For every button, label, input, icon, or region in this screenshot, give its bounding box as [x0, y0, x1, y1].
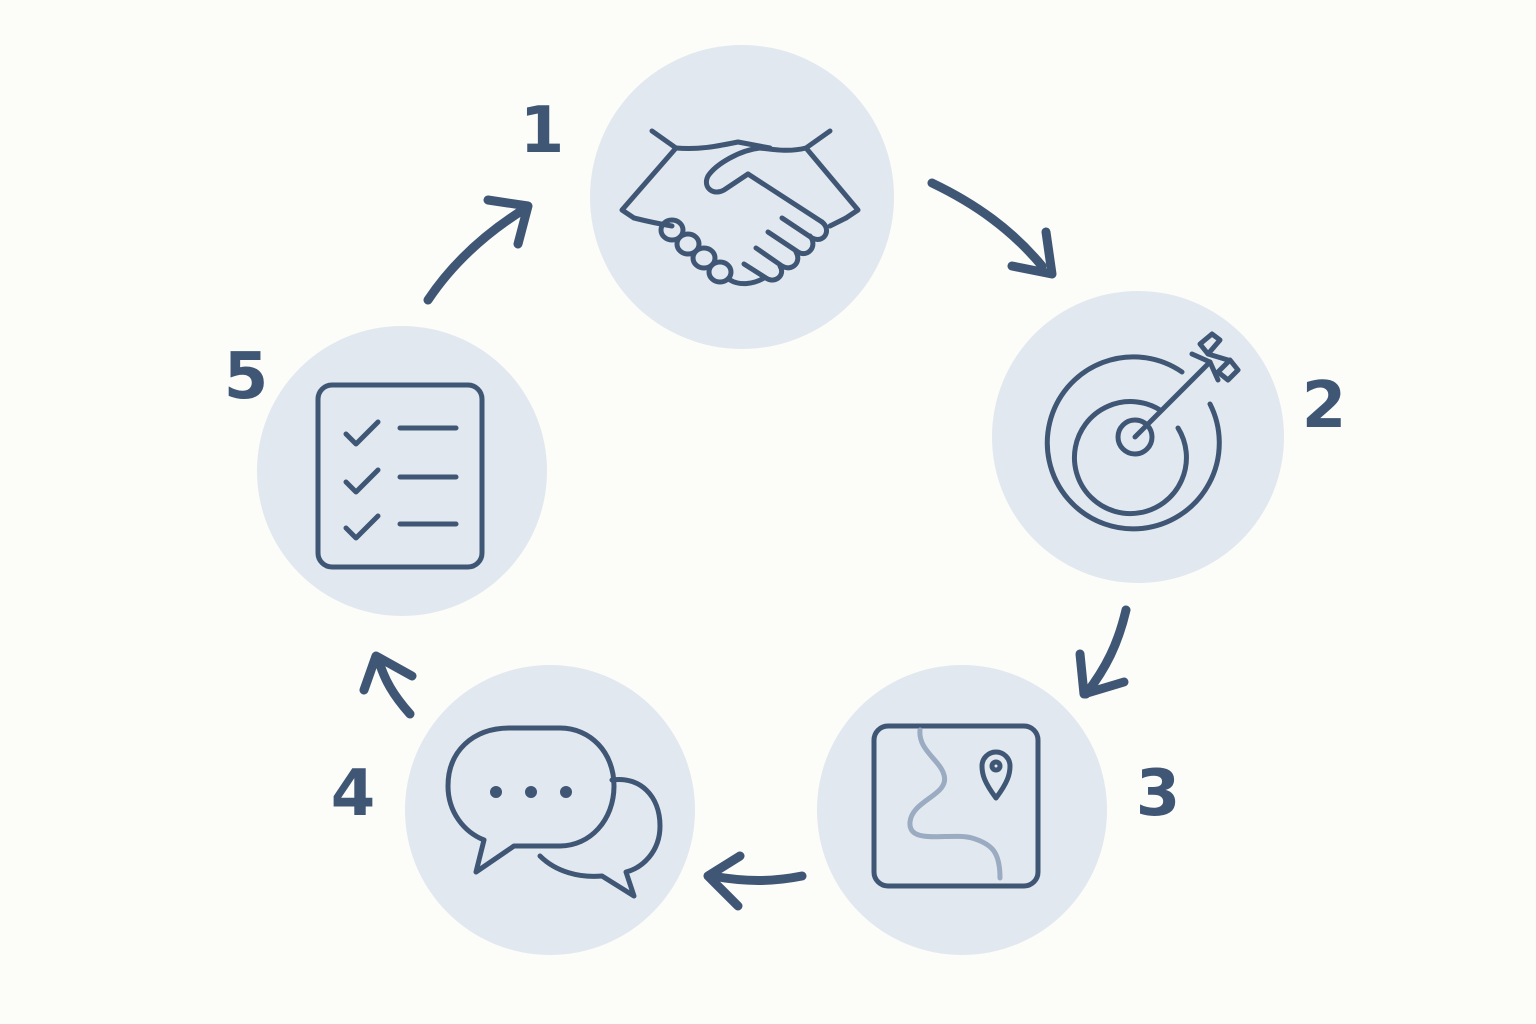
stage-4-number: 4: [331, 757, 376, 831]
arrow-2-to-3: [1075, 605, 1131, 699]
stage-4: 4: [331, 665, 695, 955]
stage-5-number: 5: [224, 340, 269, 414]
checklist-icon: [315, 382, 485, 570]
stage-4-circle: [405, 665, 695, 955]
stage-3-number: 3: [1136, 757, 1181, 831]
target-arrow-icon: [1044, 331, 1241, 532]
map-pin-icon: [871, 723, 1041, 889]
stage-5-circle: [257, 326, 547, 616]
stage-2: 2: [992, 291, 1346, 583]
stage-3-circle: [817, 665, 1107, 955]
arrow-1-to-2: [927, 178, 1057, 279]
chat-bubbles-icon: [445, 725, 663, 899]
stage-5: 5: [224, 326, 547, 616]
stage-1: 1: [520, 45, 894, 349]
stage-1-circle: [590, 45, 894, 349]
stage-1-number: 1: [520, 94, 565, 168]
arrow-5-to-1: [423, 195, 533, 305]
stage-2-number: 2: [1302, 369, 1347, 443]
handshake-icon: [619, 128, 861, 287]
stage-3: 3: [817, 665, 1180, 955]
arrow-3-to-4: [703, 851, 807, 911]
arrow-4-to-5: [359, 651, 417, 719]
